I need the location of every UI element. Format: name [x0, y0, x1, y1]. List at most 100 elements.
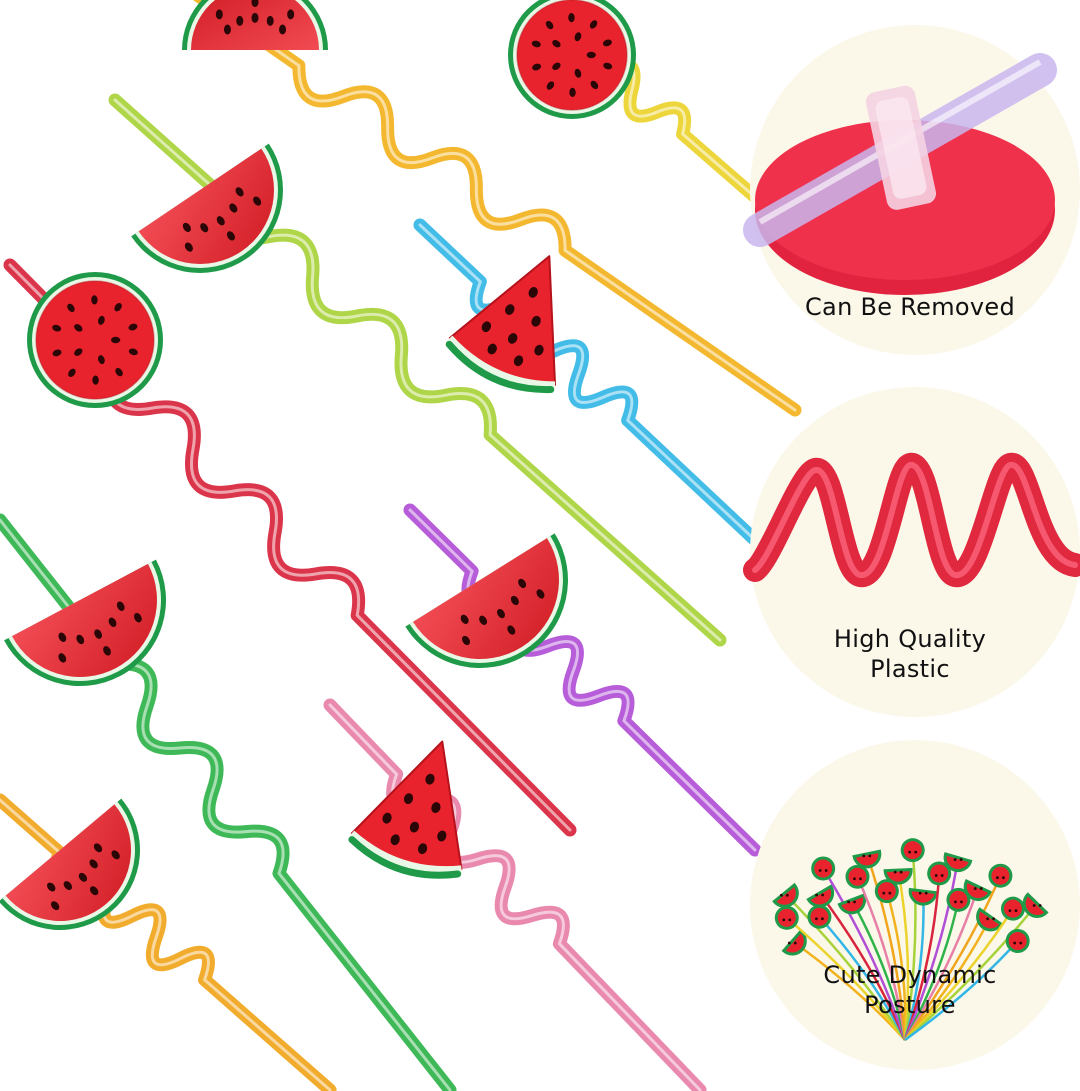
seed — [103, 646, 111, 656]
seed — [507, 625, 516, 635]
flesh — [413, 538, 559, 659]
feature-label-line: Cute Dynamic — [823, 961, 997, 989]
feature-label-line: Plastic — [870, 655, 950, 683]
seed — [253, 196, 262, 206]
seed — [76, 634, 85, 645]
seed — [532, 63, 542, 71]
seed — [52, 324, 62, 332]
seed — [409, 821, 420, 833]
straw-red-highlight — [8, 263, 572, 832]
seed — [74, 324, 83, 332]
bouquet-topper — [874, 879, 899, 904]
topper-half-purple — [405, 533, 568, 668]
seed — [50, 901, 60, 911]
seed — [89, 859, 98, 869]
feature-circle-plastic — [743, 387, 1080, 717]
seed — [114, 303, 122, 312]
bouquet-straw — [865, 853, 907, 1041]
seed — [513, 355, 524, 367]
seed — [507, 333, 518, 344]
seed — [518, 578, 527, 589]
topper-half-lime — [131, 143, 283, 273]
bouquet-topper — [908, 887, 938, 906]
feature-circle-removable — [743, 25, 1080, 355]
seed — [568, 13, 575, 23]
topper-half-orange — [0, 798, 140, 930]
bouquet-topper — [774, 905, 799, 930]
feature-label-line: Posture — [864, 991, 956, 1019]
seed — [182, 222, 191, 232]
flesh — [12, 563, 157, 677]
seed — [128, 323, 138, 331]
topper-round-top — [508, 0, 636, 119]
bouquet-topper — [988, 863, 1013, 888]
seed — [531, 40, 541, 48]
seed — [226, 231, 235, 241]
bouquet-topper — [837, 893, 867, 915]
bouquet-topper — [852, 849, 882, 869]
seed — [569, 87, 576, 97]
straw-pink-highlight — [328, 703, 702, 1091]
seed — [93, 843, 103, 853]
seed — [481, 321, 492, 333]
flesh — [517, 0, 627, 110]
seed — [236, 15, 244, 26]
bouquet-topper — [1005, 929, 1030, 954]
seed — [74, 348, 83, 356]
seed — [67, 303, 75, 313]
seed — [574, 32, 582, 42]
seed — [505, 304, 515, 315]
bouquet-topper — [1000, 896, 1025, 921]
flesh — [36, 281, 154, 399]
seed — [108, 617, 117, 627]
bouquet-topper — [976, 907, 1004, 932]
seed — [487, 343, 497, 355]
straw-yellow-highlight — [201, 0, 797, 412]
seed — [287, 9, 295, 20]
seed — [603, 62, 613, 70]
bouquet-straw — [904, 908, 1015, 1041]
seed — [58, 653, 67, 663]
bouquet-straw — [903, 850, 917, 1041]
seed — [98, 355, 105, 365]
straws-group — [0, 0, 802, 1091]
bouquet-topper — [772, 882, 799, 908]
feature-circle-posture — [750, 740, 1080, 1070]
seed — [251, 12, 259, 23]
seed — [437, 830, 447, 842]
seed — [52, 349, 62, 357]
seed — [58, 632, 67, 642]
seed — [200, 223, 209, 233]
seed — [115, 367, 123, 377]
bouquet-topper — [811, 856, 836, 881]
bouquet-topper — [883, 868, 913, 885]
seed — [590, 80, 599, 90]
seed — [460, 614, 469, 625]
seed — [602, 39, 612, 47]
flesh — [5, 804, 131, 921]
flesh — [191, 0, 319, 50]
seed — [403, 793, 414, 805]
seed — [546, 81, 555, 90]
bouquet-straw — [903, 875, 1002, 1041]
seed — [510, 595, 519, 606]
topper-tri-blue — [445, 255, 557, 394]
seed — [68, 368, 76, 377]
seed — [229, 203, 238, 213]
seed — [574, 68, 582, 78]
seed — [589, 20, 598, 29]
bouquet-topper — [806, 884, 835, 908]
flesh — [138, 148, 274, 264]
seed — [552, 62, 561, 71]
seed — [133, 612, 142, 623]
rind-inner — [447, 335, 556, 389]
seed — [78, 872, 88, 882]
seed — [128, 348, 138, 356]
topper-round-red — [27, 272, 163, 408]
seed — [528, 287, 538, 298]
seed — [215, 9, 223, 20]
seed — [94, 629, 103, 639]
straw-purple-highlight — [408, 508, 757, 852]
bouquet-topper — [946, 887, 971, 912]
